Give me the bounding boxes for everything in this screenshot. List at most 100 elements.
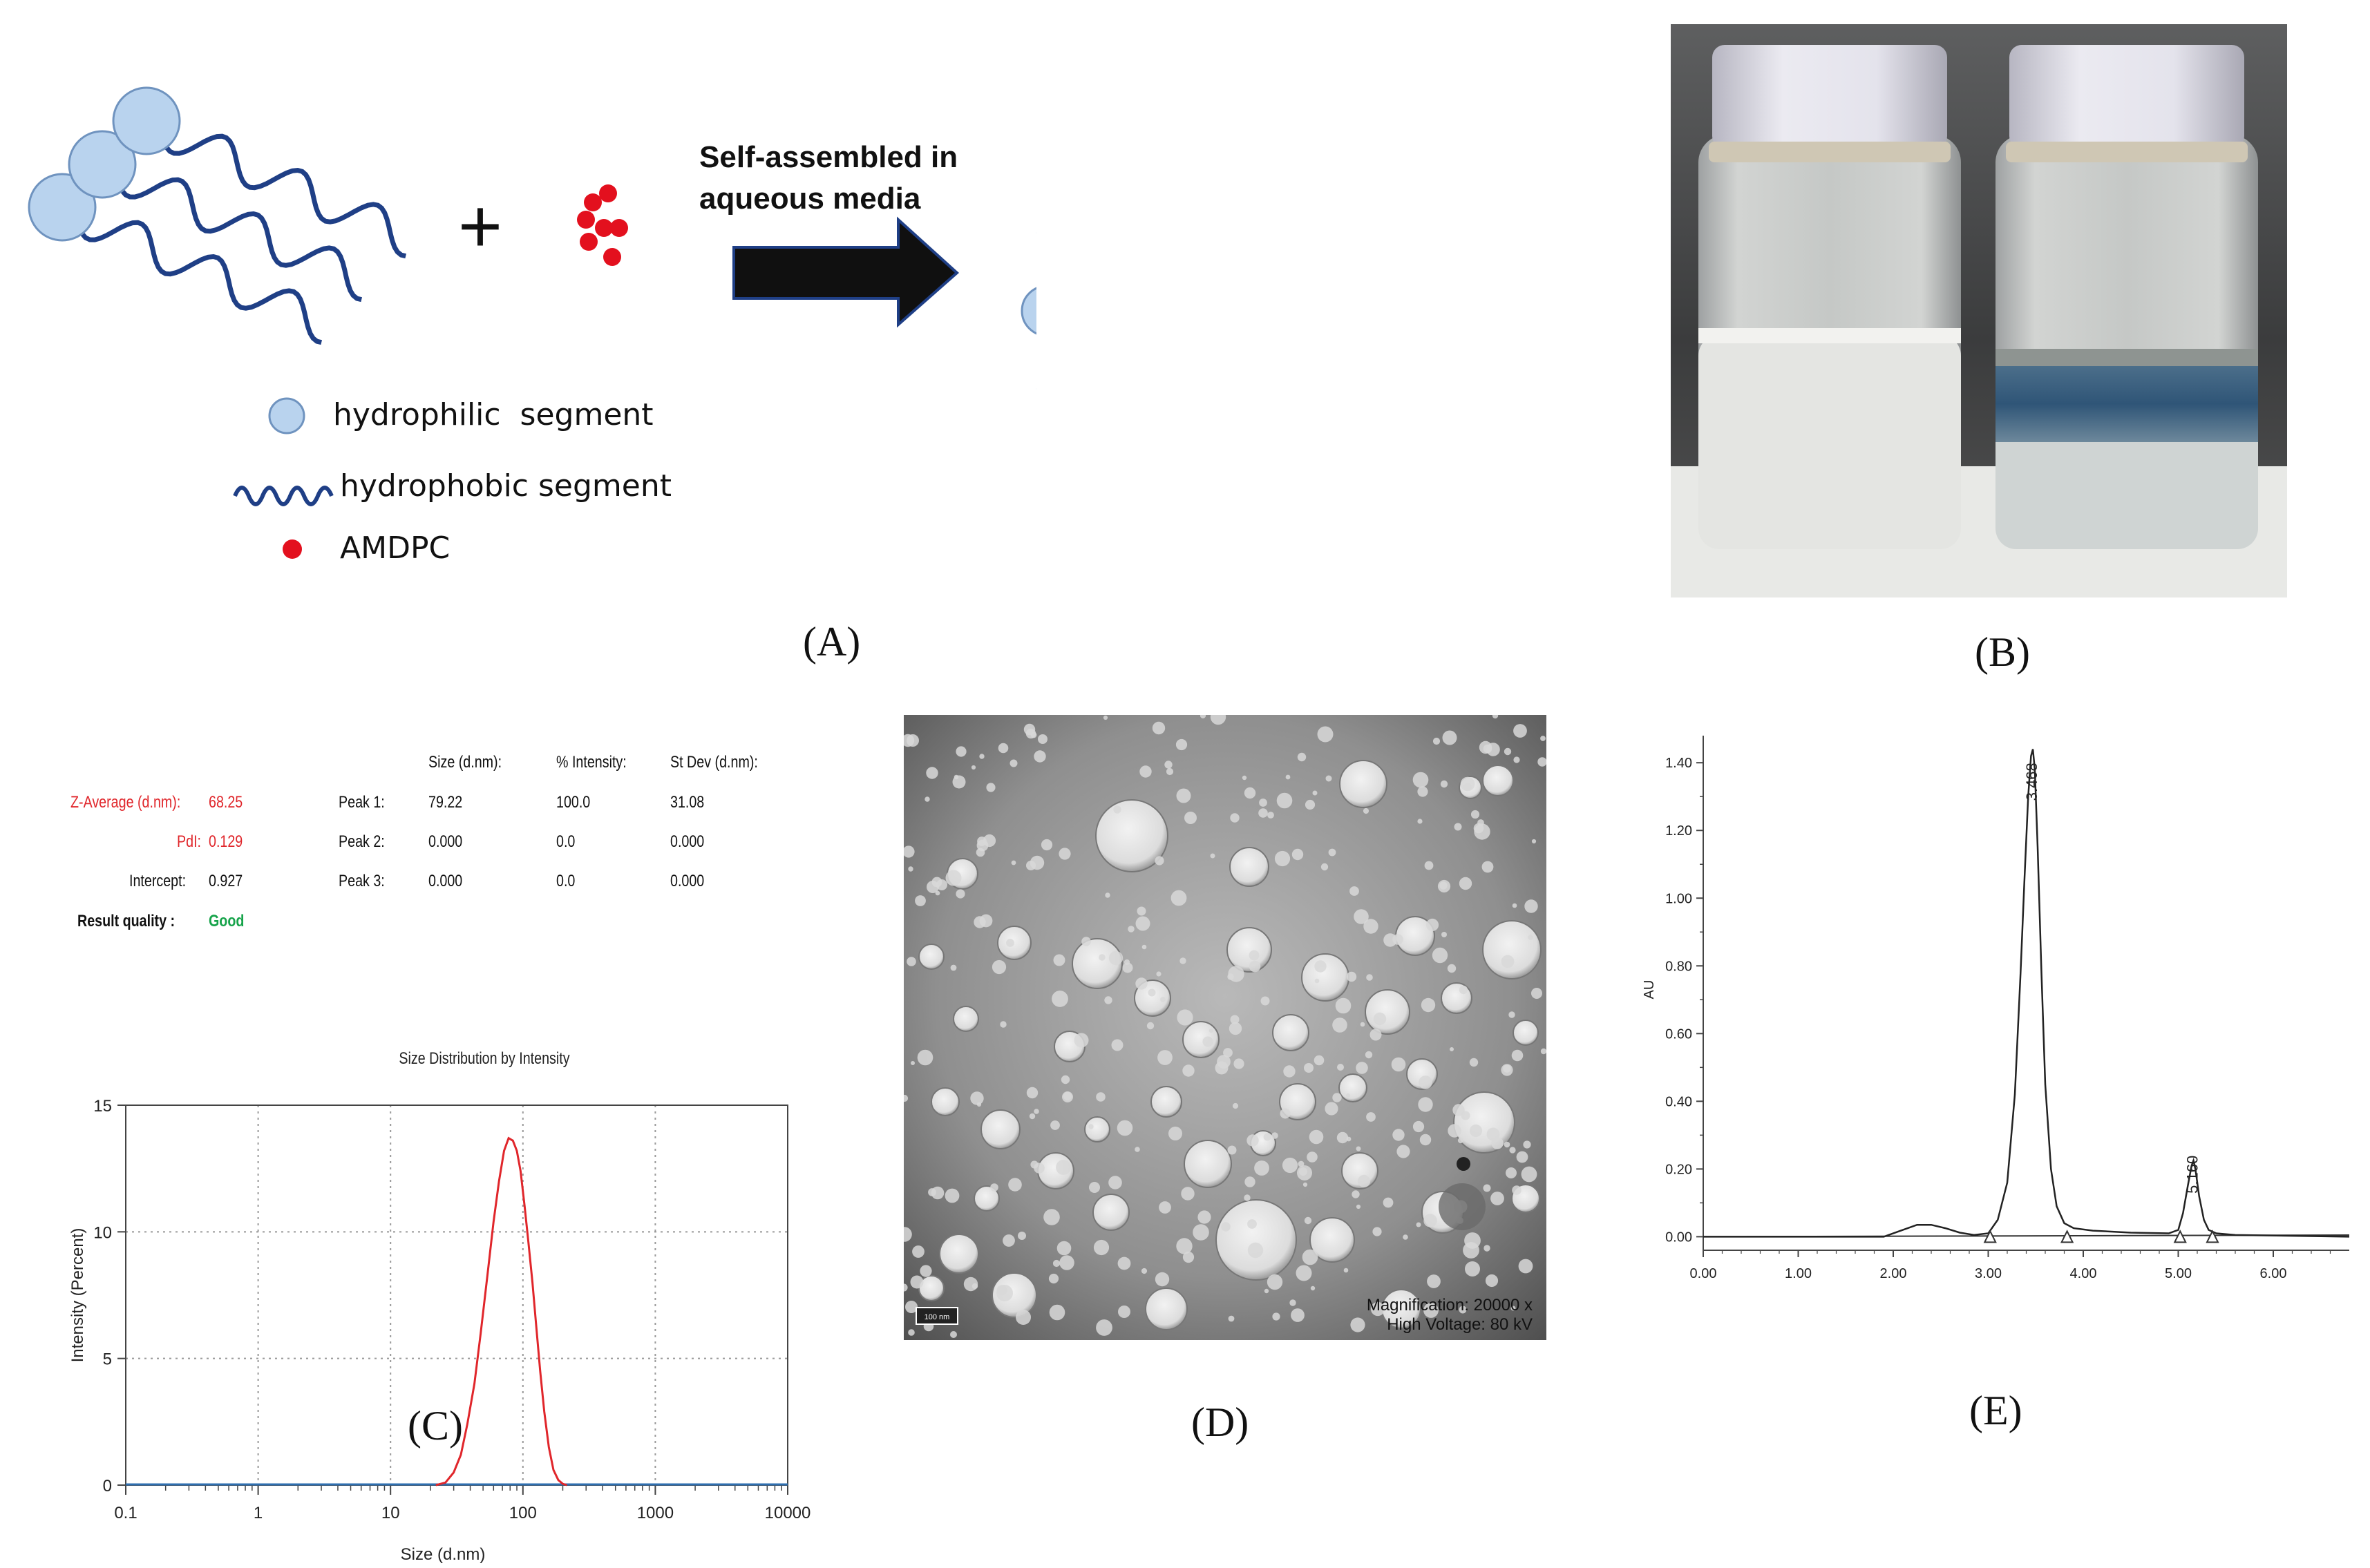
small-nanoparticle — [915, 895, 926, 906]
small-nanoparticle — [1176, 788, 1191, 803]
small-nanoparticle — [1412, 1120, 1425, 1133]
peak-2-stdev: 0.000 — [670, 832, 705, 851]
small-nanoparticle — [1043, 1209, 1060, 1225]
z-average-value: 68.25 — [209, 793, 243, 812]
small-nanoparticle — [926, 767, 938, 779]
z-average-label: Z-Average (d.nm): — [70, 793, 181, 812]
small-nanoparticle — [1221, 1222, 1231, 1232]
small-nanoparticle — [1423, 1303, 1439, 1318]
small-nanoparticle — [1314, 1055, 1325, 1066]
x-tick-label: 2.00 — [1880, 1266, 1907, 1281]
pdi-value: 0.129 — [209, 832, 243, 851]
small-nanoparticle — [956, 746, 967, 757]
tem-micrograph: 100 nm Magnification: 20000 x High Volta… — [897, 709, 1547, 1340]
small-nanoparticle — [1432, 947, 1448, 964]
small-nanoparticle — [1490, 1192, 1504, 1205]
small-nanoparticle — [1168, 1127, 1182, 1140]
x-tick-label: 10 — [381, 1504, 400, 1522]
small-nanoparticle — [1356, 1062, 1368, 1074]
small-nanoparticle — [1063, 1091, 1072, 1101]
small-nanoparticle — [1049, 1304, 1065, 1321]
panel-c: Size (d.nm): % Intensity: St Dev (d.nm):… — [41, 746, 857, 1564]
peak-2-intensity: 0.0 — [556, 832, 576, 851]
peak-1-stdev: 31.08 — [670, 793, 705, 812]
small-nanoparticle — [1160, 997, 1166, 1002]
small-nanoparticle — [912, 1245, 925, 1258]
small-nanoparticle — [1464, 1232, 1481, 1249]
small-nanoparticle — [1053, 954, 1065, 966]
nanoparticle — [1084, 1116, 1110, 1142]
small-nanoparticle — [970, 1091, 984, 1105]
small-nanoparticle — [1325, 775, 1332, 782]
small-nanoparticle — [1510, 1306, 1516, 1311]
small-nanoparticle — [1357, 1174, 1371, 1188]
y-tick-label: 0.60 — [1665, 1026, 1692, 1042]
intercept-value: 0.927 — [209, 872, 243, 890]
small-nanoparticle — [1417, 819, 1423, 824]
nanoparticle — [1339, 760, 1387, 808]
nanoparticle — [953, 1006, 979, 1032]
small-nanoparticle — [1244, 787, 1256, 799]
nanoparticle — [918, 944, 945, 970]
small-nanoparticle — [1469, 1124, 1483, 1138]
small-nanoparticle — [1312, 790, 1318, 796]
small-nanoparticle — [1263, 1133, 1271, 1141]
small-nanoparticle — [1336, 1131, 1349, 1144]
small-nanoparticle — [1074, 1033, 1089, 1048]
nanoparticle — [1441, 982, 1472, 1014]
small-nanoparticle — [1423, 1214, 1437, 1227]
small-nanoparticle — [1146, 1022, 1155, 1030]
small-nanoparticle — [1229, 1022, 1242, 1035]
peak-3-stdev: 0.000 — [670, 872, 705, 890]
x-tick-label: 6.00 — [2260, 1266, 2287, 1281]
small-nanoparticle — [945, 1188, 960, 1203]
small-nanoparticle — [1352, 1190, 1360, 1198]
x-tick-label: 100 — [509, 1504, 537, 1522]
small-nanoparticle — [1392, 1129, 1405, 1141]
nanoparticle — [1301, 953, 1349, 1002]
small-nanoparticle — [1048, 1273, 1059, 1284]
small-nanoparticle — [1310, 1285, 1316, 1291]
small-nanoparticle — [956, 889, 965, 899]
small-nanoparticle — [1099, 954, 1106, 961]
small-nanoparticle — [1354, 909, 1369, 924]
y-tick-label: 1.20 — [1665, 823, 1692, 839]
small-nanoparticle — [1118, 1306, 1130, 1318]
small-nanoparticle — [908, 1329, 915, 1336]
small-nanoparticle — [1349, 886, 1359, 896]
small-nanoparticle — [1193, 1224, 1209, 1241]
small-nanoparticle — [1452, 1104, 1465, 1116]
small-nanoparticle — [1052, 1259, 1061, 1268]
small-nanoparticle — [1463, 783, 1472, 791]
small-nanoparticle — [1457, 1137, 1464, 1144]
small-nanoparticle — [1104, 996, 1112, 1004]
nanoparticle — [1150, 1086, 1182, 1118]
arrow-text-line-2: aqueous media — [699, 182, 921, 216]
nanoparticle — [931, 1087, 960, 1116]
small-nanoparticle — [1343, 1268, 1349, 1273]
dark-spot — [1457, 1157, 1470, 1171]
small-nanoparticle — [1155, 1272, 1170, 1287]
arrow-text-line-1: Self-assembled in — [699, 140, 958, 174]
small-nanoparticle — [1016, 1310, 1031, 1325]
small-nanoparticle — [925, 796, 930, 802]
small-nanoparticle — [1508, 1011, 1515, 1018]
panel-a-label: (A) — [803, 619, 861, 665]
small-nanoparticle — [971, 765, 976, 770]
small-nanoparticle — [1309, 1129, 1324, 1145]
amphiphile-chains — [28, 86, 407, 345]
nanoparticle — [1338, 1073, 1367, 1102]
small-nanoparticle — [1512, 903, 1517, 908]
small-nanoparticle — [1003, 1234, 1015, 1247]
small-nanoparticle — [1141, 944, 1147, 950]
small-nanoparticle — [1228, 1315, 1235, 1322]
y-tick-label: 10 — [93, 1223, 112, 1242]
small-nanoparticle — [1197, 1210, 1211, 1224]
nanoparticle — [1482, 765, 1514, 796]
small-nanoparticle — [1128, 926, 1135, 933]
small-nanoparticle — [908, 866, 913, 872]
small-nanoparticle — [1230, 813, 1240, 823]
integration-marker — [1983, 1230, 1997, 1243]
small-nanoparticle — [907, 957, 916, 966]
small-nanoparticle — [1459, 985, 1468, 995]
